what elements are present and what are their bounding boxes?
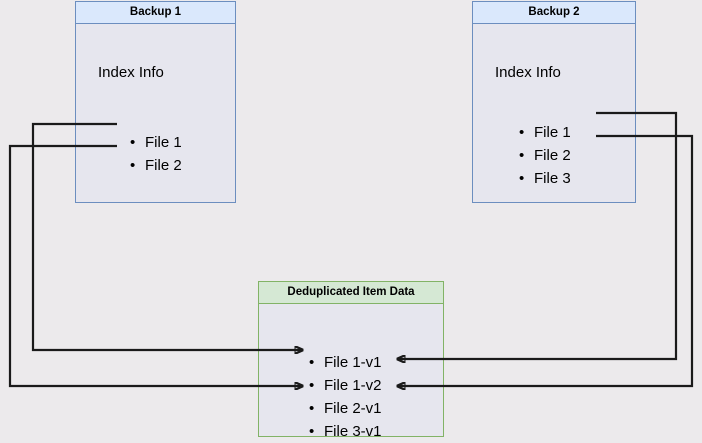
- dedup-file-list: File 1-v1 File 1-v2 File 2-v1 File 3-v1: [307, 351, 382, 443]
- node-backup-2-header: Backup 2: [473, 2, 635, 24]
- node-deduplicated-header: Deduplicated Item Data: [259, 282, 443, 304]
- node-backup-2[interactable]: Backup 2 Index Info File 1 File 2 File 3: [472, 1, 636, 203]
- node-backup-1[interactable]: Backup 1 Index Info File 1 File 2: [75, 1, 236, 203]
- list-item: File 2-v1: [307, 397, 382, 420]
- list-item: File 1: [128, 131, 182, 154]
- node-deduplicated-body: File 1-v1 File 1-v2 File 2-v1 File 3-v1: [259, 304, 443, 443]
- list-item: File 1-v1: [307, 351, 382, 374]
- backup-2-file-list: File 1 File 2 File 3: [517, 121, 571, 190]
- node-deduplicated-item-data[interactable]: Deduplicated Item Data File 1-v1 File 1-…: [258, 281, 444, 443]
- list-item: File 3-v1: [307, 420, 382, 443]
- backup-1-file-list: File 1 File 2: [128, 131, 182, 177]
- node-backup-1-body: Index Info File 1 File 2: [76, 24, 235, 202]
- list-item: File 2: [128, 154, 182, 177]
- node-backup-2-body: Index Info File 1 File 2 File 3: [473, 24, 635, 202]
- node-backup-1-header: Backup 1: [76, 2, 235, 24]
- list-item: File 1-v2: [307, 374, 382, 397]
- list-item: File 3: [517, 167, 571, 190]
- list-item: File 1: [517, 121, 571, 144]
- list-item: File 2: [517, 144, 571, 167]
- backup-2-index-label: Index Info: [495, 64, 561, 81]
- backup-1-index-label: Index Info: [98, 64, 164, 81]
